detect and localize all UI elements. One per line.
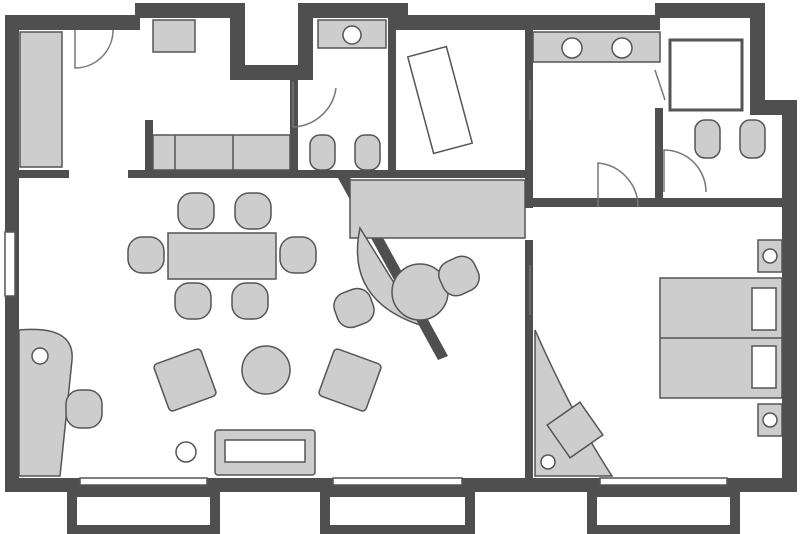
sink-basin [342,25,362,45]
chair [177,192,215,230]
pillow [751,287,777,331]
wall [230,3,245,80]
floor-lamp-icon [175,441,197,463]
wall [135,3,245,18]
bidet [739,119,766,159]
window [4,231,16,297]
lamp-icon [762,248,778,264]
door[interactable] [74,29,114,69]
chair [333,287,375,329]
wall [230,65,310,80]
wall [750,3,765,108]
window [599,477,728,486]
toilet [694,119,721,159]
wall [19,170,69,178]
lamp-icon [540,454,556,470]
sink-basin [611,37,633,59]
chair [231,282,269,320]
chair [174,282,212,320]
tv-stand [546,401,604,459]
wall [388,18,396,175]
doors [74,29,707,315]
window [332,477,463,486]
cabinet [152,19,196,53]
windows [4,231,740,534]
chair [127,236,165,274]
wall [525,18,533,208]
bidet [354,134,381,171]
desk-chair [65,389,103,429]
wall [145,120,153,175]
chair [234,192,272,230]
door[interactable] [597,162,639,208]
balcony [67,487,220,534]
built-in-cabinet [349,179,526,239]
wall [782,100,797,492]
wall [5,15,140,30]
wall [655,108,663,203]
wall [655,3,765,18]
pillow [751,345,777,389]
sink-basin [561,37,583,59]
chair [279,236,317,274]
wall [525,240,533,490]
wall [298,3,313,80]
dining-chairs [127,192,317,320]
chair [438,255,480,297]
sofa-seat [224,439,306,463]
bathtub [406,45,474,155]
armchair [318,348,382,412]
balcony [320,487,475,534]
balcony [587,487,740,534]
door[interactable] [292,82,337,128]
window [79,477,208,486]
dining-table [167,232,277,280]
wall [298,3,408,18]
kitchen-counter [19,31,63,168]
lamp-icon [762,412,778,428]
sofa-bench [152,134,291,171]
desk-lamp-icon [31,347,49,365]
coffee-table [241,345,291,395]
toilet [309,134,336,171]
shower [668,38,744,112]
sliding-door[interactable] [654,69,666,101]
door[interactable] [663,149,707,193]
armchair [153,348,217,412]
wall [128,170,528,178]
double-sink [532,31,661,63]
